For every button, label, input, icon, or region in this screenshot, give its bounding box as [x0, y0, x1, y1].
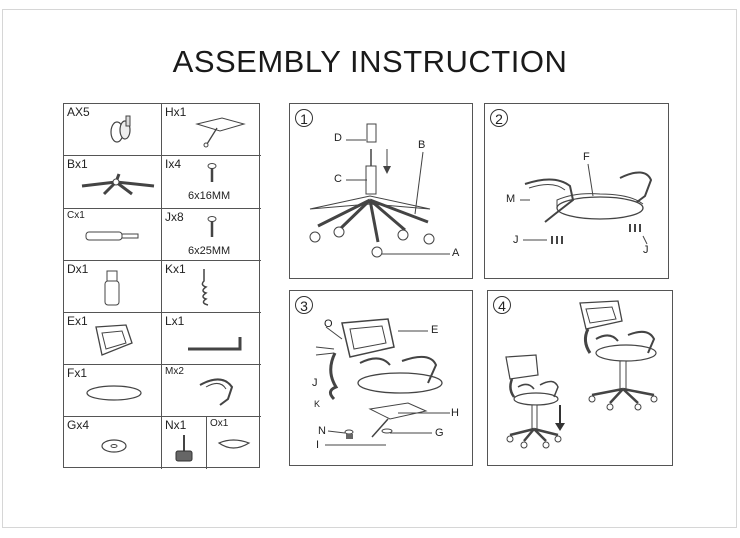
part-cell-h: Hx1 [162, 104, 261, 156]
part-cell-g: Gx4 [64, 417, 162, 469]
step-3-illustration [315, 318, 450, 446]
label-h: H [451, 407, 459, 419]
label-o: O [324, 318, 333, 330]
part-cell-j: Jx8 6x25MM [162, 209, 261, 261]
knob-icon [175, 435, 193, 462]
screw-size: 6x16MM [188, 190, 231, 202]
label-m: M [506, 193, 516, 205]
label-g: G [435, 427, 444, 439]
gas-lift-icon [85, 231, 139, 241]
caster-wheel-icon [110, 115, 131, 143]
step-number: 1 [295, 109, 313, 127]
step-2-illustration [520, 163, 653, 245]
part-cell-b: Bx1 [64, 156, 162, 209]
step-4-illustration [505, 300, 658, 449]
seat-icon [86, 385, 142, 401]
step-1-panel: 1 D B C A [289, 103, 473, 279]
part-code: Gx4 [67, 418, 90, 432]
part-code: Mx2 [165, 366, 184, 377]
instruction-sheet [2, 9, 737, 528]
part-cell-l: Lx1 [162, 313, 261, 365]
step-number: 4 [493, 296, 511, 314]
part-cell-k: Kx1 [162, 261, 261, 313]
step-number: 3 [295, 296, 313, 314]
part-cell-o: Ox1 [207, 417, 261, 469]
part-cell-n: Nx1 [162, 417, 207, 469]
part-code: Nx1 [165, 418, 187, 432]
part-cell-c: Cx1 [64, 209, 162, 261]
part-code: AX5 [67, 105, 90, 119]
label-i: I [316, 439, 320, 451]
label-f: F [583, 151, 590, 163]
part-cell-a: AX5 [64, 104, 162, 156]
part-code: Fx1 [67, 366, 88, 380]
screw-size: 6x25MM [188, 245, 231, 257]
part-code: Kx1 [165, 262, 186, 276]
seat-mechanism-icon [195, 117, 246, 148]
part-code: Bx1 [67, 157, 88, 171]
washer-icon [101, 439, 127, 453]
part-cell-d: Dx1 [64, 261, 162, 313]
part-code: Hx1 [165, 105, 187, 119]
part-cell-f: Fx1 [64, 365, 162, 417]
part-code: Lx1 [165, 314, 185, 328]
label-j-right: J [643, 244, 649, 256]
part-code: Cx1 [67, 210, 85, 221]
part-code: Dx1 [67, 262, 89, 276]
label-e: E [431, 324, 439, 336]
spring-icon [201, 269, 209, 306]
part-cell-i: Ix4 6x16MM [162, 156, 261, 209]
part-cell-m: Mx2 [162, 365, 261, 417]
page-title: ASSEMBLY INSTRUCTION [172, 44, 568, 79]
step-2-panel: 2 F M J J [484, 103, 669, 279]
part-code: Ox1 [210, 418, 229, 429]
label-a: A [452, 247, 460, 259]
gas-lift-cover-icon [104, 270, 120, 306]
parts-list: AX5 Hx1 Bx1 Ix4 6x16MM [63, 103, 261, 469]
label-d: D [334, 132, 342, 144]
screw-icon [207, 216, 217, 237]
part-cell-e: Ex1 [64, 313, 162, 365]
step-1-illustration [309, 123, 450, 258]
part-code: Ix4 [165, 157, 182, 171]
label-b: B [418, 139, 426, 151]
label-n: N [318, 425, 326, 437]
label-k: K [314, 399, 321, 409]
step-number: 2 [490, 109, 508, 127]
armrest-icon [199, 378, 234, 406]
label-c: C [334, 173, 342, 185]
bracket-plate-icon [217, 439, 251, 449]
screw-icon [207, 163, 217, 182]
step-4-panel: 4 [487, 290, 673, 466]
star-base-icon [81, 173, 155, 196]
label-j: J [312, 377, 318, 389]
allen-key-icon [188, 337, 242, 351]
part-code: Jx8 [165, 210, 184, 224]
label-j-left: J [513, 234, 519, 246]
step-3-panel: 3 O E J K H N G I [289, 290, 473, 466]
part-code: Ex1 [67, 314, 88, 328]
backrest-icon [95, 324, 133, 356]
